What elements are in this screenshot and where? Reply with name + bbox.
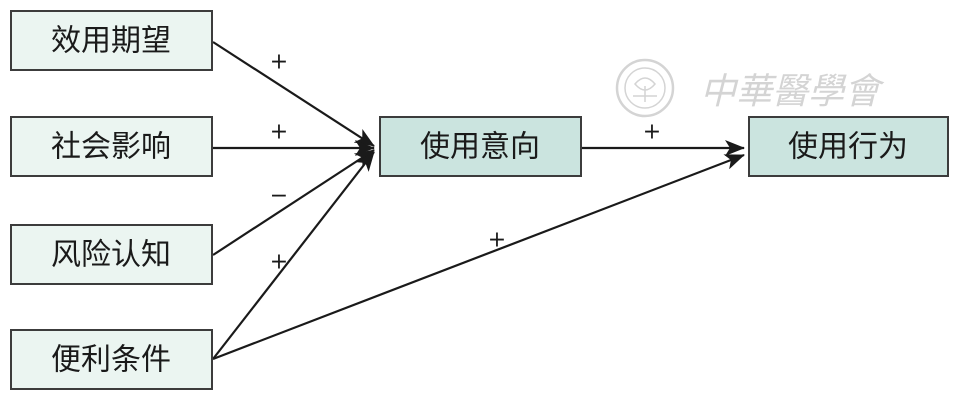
watermark: 中華醫學會	[615, 58, 885, 118]
sign-facilitating-to-behavior: +	[488, 228, 506, 253]
node-facilitating-conditions: 便利条件	[10, 329, 213, 390]
node-behavioral-intention: 使用意向	[379, 116, 582, 177]
node-use-behavior: 使用行为	[748, 116, 949, 177]
edge-labels: + + − + + +	[270, 50, 661, 275]
watermark-text: 中華醫學會	[700, 72, 885, 113]
edge-facilitating-to-behavior	[212, 153, 745, 361]
edge-performance-to-intention	[212, 41, 375, 147]
node-perceived-risk: 风险认知	[10, 224, 213, 285]
nodes: 效用期望 社会影响 风险认知 便利条件 使用意向 使用行为	[10, 10, 949, 390]
sign-facilitating-to-intention: +	[270, 250, 288, 275]
node-label: 使用意向	[420, 130, 540, 165]
sign-performance-to-intention: +	[270, 50, 288, 75]
node-label: 效用期望	[51, 24, 171, 59]
edge-facilitating-to-intention	[212, 151, 375, 360]
sign-risk-to-intention: −	[270, 184, 288, 209]
sign-social-to-intention: +	[270, 120, 288, 145]
node-label: 社会影响	[51, 130, 171, 165]
edge-risk-to-intention	[212, 149, 375, 256]
node-label: 便利条件	[51, 343, 171, 378]
node-label: 使用行为	[788, 130, 908, 165]
sign-intention-to-behavior: +	[643, 120, 661, 145]
node-performance-expectancy: 效用期望	[10, 10, 213, 71]
node-label: 风险认知	[51, 238, 171, 273]
seal-logo-icon	[615, 58, 675, 118]
edges	[212, 41, 745, 361]
node-social-influence: 社会影响	[10, 116, 213, 177]
